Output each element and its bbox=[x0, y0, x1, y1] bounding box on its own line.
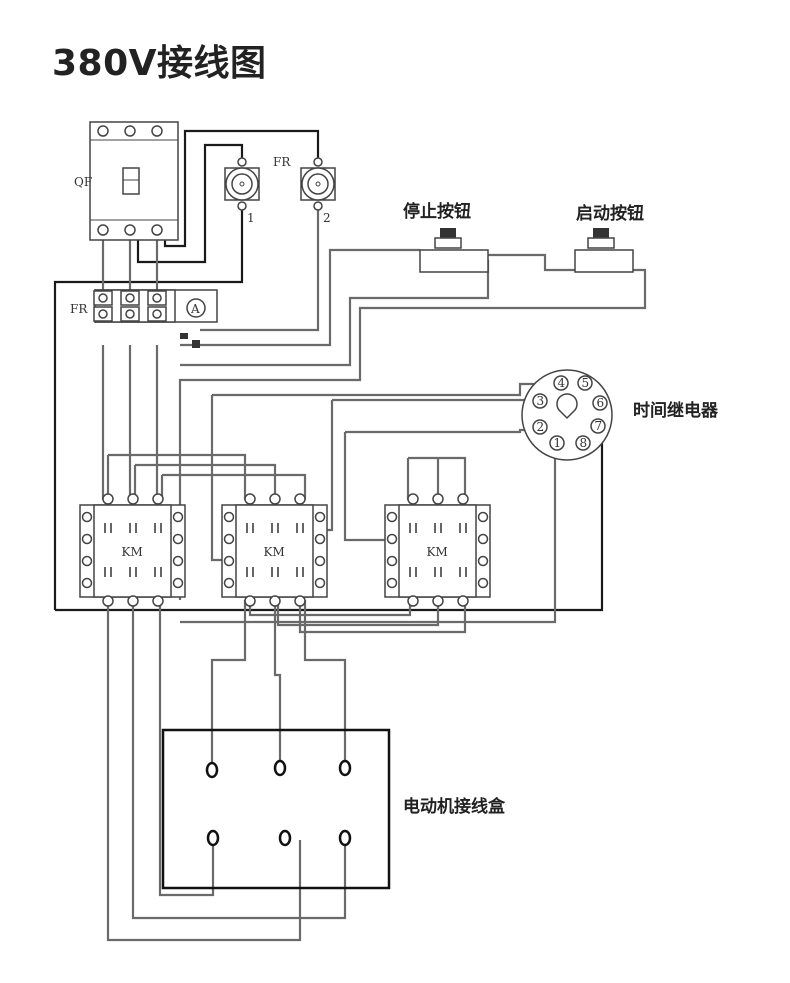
start-button-label: 启动按钮 bbox=[576, 203, 644, 224]
relay-pin-4: 4 bbox=[553, 375, 569, 391]
motor-terminal bbox=[206, 829, 220, 847]
relay-pin-label: 7 bbox=[595, 419, 603, 433]
relay-pin-label: 8 bbox=[580, 436, 588, 450]
relay-pin-label: 1 bbox=[554, 436, 562, 450]
contactor-km-2: KM bbox=[221, 493, 328, 607]
motor-terminal bbox=[205, 761, 219, 779]
time-relay-label: 时间继电器 bbox=[633, 400, 719, 421]
circuit-breaker-qf: QF bbox=[74, 121, 179, 241]
motor-box-label: 电动机接线盒 bbox=[403, 796, 506, 817]
relay-pin-3: 3 bbox=[532, 393, 548, 409]
km-label: KM bbox=[122, 545, 143, 559]
stop-button-label: 停止按钮 bbox=[403, 201, 471, 222]
coil-2-label: 2 bbox=[323, 211, 331, 225]
qf-label: QF bbox=[74, 175, 92, 189]
relay-pin-label: 6 bbox=[597, 396, 605, 410]
relay-pin-7: 7 bbox=[590, 418, 606, 434]
relay-pin-6: 6 bbox=[592, 395, 608, 411]
page-title: 380V接线图 bbox=[52, 43, 267, 84]
fr-block-label: FR bbox=[70, 302, 88, 316]
coil-1-label: 1 bbox=[247, 211, 255, 225]
motor-terminal bbox=[338, 759, 352, 777]
relay-pin-label: 2 bbox=[537, 420, 545, 434]
start-button[interactable]: 启动按钮 bbox=[574, 203, 644, 273]
wires bbox=[53, 129, 647, 942]
contactor-km-3: KM bbox=[384, 493, 491, 607]
relay-pin-label: 3 bbox=[537, 394, 545, 408]
motor-terminal bbox=[273, 759, 287, 777]
motor-terminal-box: 电动机接线盒 bbox=[161, 728, 506, 890]
motor-terminal bbox=[278, 829, 292, 847]
time-relay: 12 34 56 78 时间继电器 bbox=[521, 369, 719, 461]
relay-pin-2: 2 bbox=[532, 419, 548, 435]
fr-coils: FR 1 2 bbox=[224, 155, 336, 225]
relay-pin-1: 1 bbox=[549, 435, 565, 451]
thermal-relay-fr: A FR bbox=[70, 289, 218, 348]
motor-terminal bbox=[338, 829, 352, 847]
relay-pin-5: 5 bbox=[577, 375, 593, 391]
km-label: KM bbox=[427, 545, 448, 559]
ammeter-label: A bbox=[190, 302, 200, 316]
contactor-km-1: KM bbox=[79, 493, 186, 607]
km-label: KM bbox=[264, 545, 285, 559]
fr-coil-label: FR bbox=[273, 155, 291, 169]
relay-pin-8: 8 bbox=[575, 435, 591, 451]
relay-pin-label: 5 bbox=[582, 376, 590, 390]
relay-pin-label: 4 bbox=[558, 376, 566, 390]
stop-button[interactable]: 停止按钮 bbox=[403, 201, 489, 273]
